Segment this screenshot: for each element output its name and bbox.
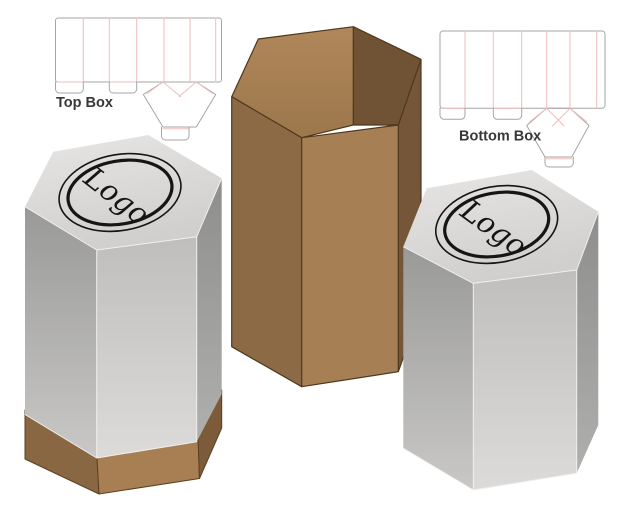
bottom-box-label: Bottom Box [459, 129, 541, 145]
fold-line [146, 81, 213, 97]
logo-inner-ring [443, 190, 551, 259]
left-box-logo-stamp [58, 152, 182, 233]
kraft-front-right-panel [301, 125, 399, 387]
right-box-front-face [473, 270, 577, 490]
kraft-front-left-panel [231, 96, 302, 387]
fold-line [529, 107, 588, 127]
top-box-dieline: Top Box [55, 17, 222, 141]
right-box-logo-stamp [434, 184, 559, 265]
top-box-label: Top Box [56, 95, 113, 111]
kraft-inner-back-left-wall [231, 26, 354, 138]
dieline-tuck-tab [161, 126, 190, 141]
right-box-mockup: Logo [403, 170, 599, 491]
right-box-edge-highlights [403, 211, 599, 491]
dieline-body-panel [55, 17, 222, 83]
fold-line [82, 17, 217, 83]
logo-outer-ring [58, 152, 182, 233]
right-box-left-face [403, 246, 474, 490]
dieline-tuck-tab [544, 156, 574, 168]
left-box-front-face [96, 236, 197, 458]
dieline-body-panel [439, 30, 606, 109]
bottom-box-dieline: Bottom Box [439, 30, 606, 168]
left-box-mockup: Logo [24, 135, 223, 495]
right-box-right-face [576, 211, 599, 474]
left-box-edge-highlights [24, 178, 223, 459]
fold-line [464, 30, 598, 109]
logo-outer-ring [434, 184, 559, 265]
dieline-flap [55, 81, 84, 94]
dieline-flap [492, 107, 523, 120]
left-box-top-face [25, 135, 222, 250]
left-box-left-face [25, 206, 97, 458]
dieline-flap [108, 81, 138, 94]
logo-inner-ring [66, 158, 174, 227]
left-box-right-face [196, 178, 222, 442]
kraft-open-box [231, 26, 422, 388]
dieline-flap [439, 107, 466, 120]
